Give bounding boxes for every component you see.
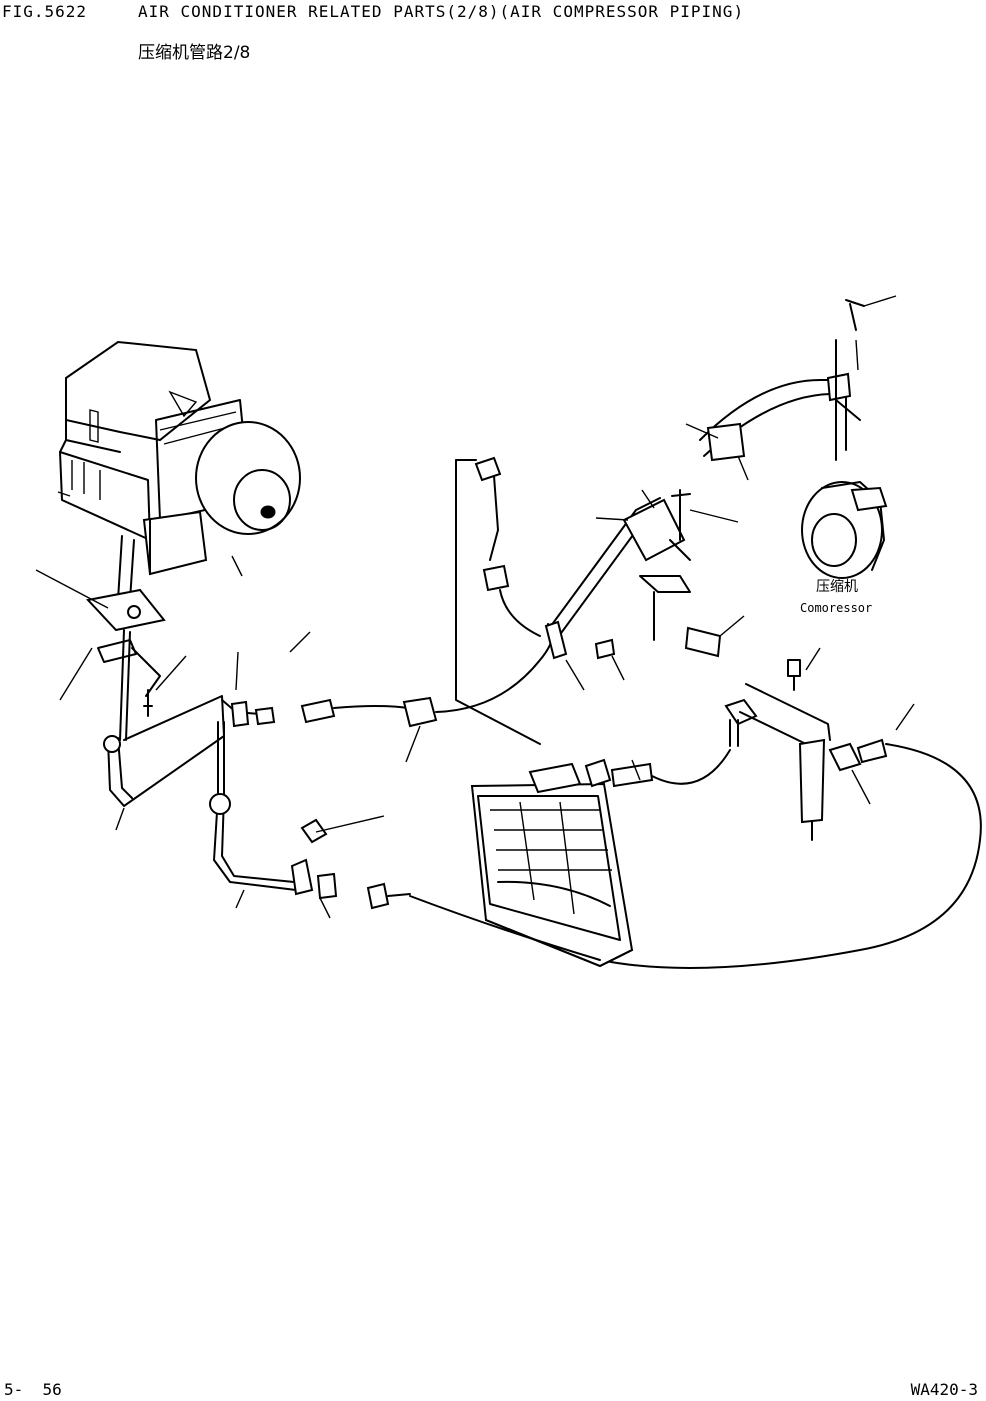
- leader-lines: [35, 295, 915, 919]
- model-number: WA420-3: [910, 1380, 978, 1399]
- receiver-dryer: [599, 659, 982, 969]
- figure-number: FIG.5622: [2, 2, 88, 21]
- evaporator-piping: [86, 535, 338, 900]
- compressor: 压缩机 Comoressor: [800, 481, 888, 615]
- hoses: [300, 299, 865, 745]
- page-number: 5- 56: [4, 1380, 62, 1399]
- compressor-label-cn: 压缩机: [816, 579, 858, 595]
- figure-title: AIR CONDITIONER RELATED PARTS(2/8)(AIR C…: [138, 2, 745, 21]
- compressor-label-en: Comoressor: [800, 601, 872, 615]
- air-conditioner-unit: [57, 340, 301, 577]
- condenser: [366, 749, 731, 968]
- figure-subtitle: 压缩机管路2/8: [138, 43, 251, 63]
